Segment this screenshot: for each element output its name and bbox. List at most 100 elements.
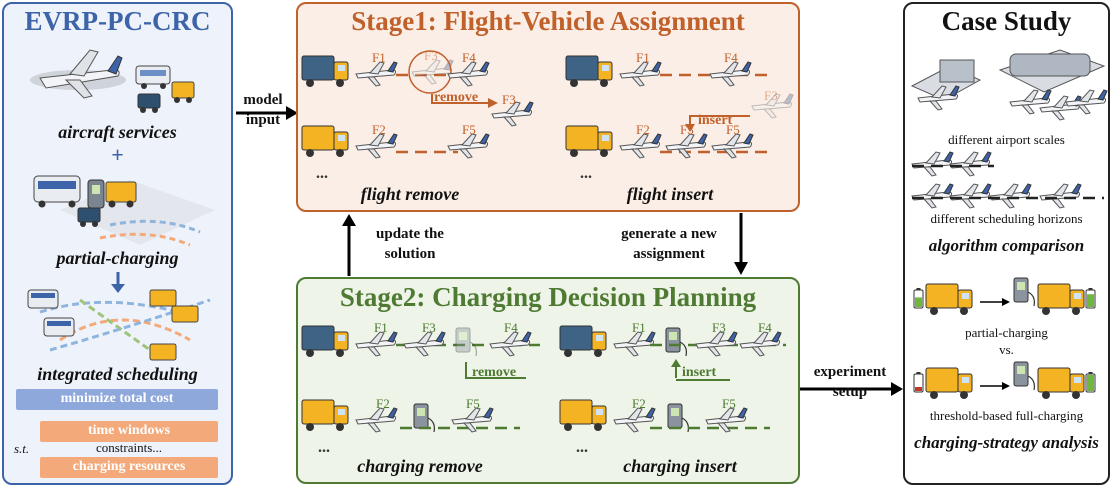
truck-icon	[1037, 367, 1085, 399]
truck-icon	[565, 125, 613, 157]
airplane-icon	[613, 407, 656, 433]
airport-scales-label: different airport scales	[948, 132, 1065, 147]
airplane-icon	[619, 133, 662, 159]
airplane-icon	[695, 331, 738, 357]
flight-f3-label: F3	[712, 320, 726, 335]
charging-remove-arrow	[465, 362, 526, 379]
time-windows-bar: time windows	[40, 421, 218, 442]
left-panel-title: EVRP-PC-CRC	[24, 6, 211, 36]
faded-airplane-icon	[751, 93, 794, 119]
airplane-icon	[705, 407, 748, 433]
airplane-icon	[619, 61, 662, 87]
remove-arrowhead	[488, 98, 498, 108]
airplane-icon	[489, 331, 532, 357]
truck-icon	[559, 325, 607, 357]
compare-arrowhead	[1002, 382, 1010, 390]
airplane-icon	[355, 331, 398, 357]
electric-truck-icon	[77, 181, 137, 227]
flight-f4-label: F4	[462, 50, 476, 65]
flight-f3-label: F3	[680, 122, 694, 137]
insert-arrowhead	[685, 124, 695, 132]
removed-airplane-icon	[411, 59, 454, 85]
charging-remove-tag: remove	[472, 365, 516, 380]
integrated-scheduling-label: integrated scheduling	[37, 364, 198, 384]
model-input-label: model input	[243, 92, 283, 128]
remove-tag: remove	[434, 90, 478, 105]
insert-tag: insert	[698, 113, 733, 128]
airplane-icon	[403, 331, 446, 357]
stage1-title: Stage1: Flight-Vehicle Assignment	[351, 6, 745, 36]
airplane-icon	[1039, 183, 1082, 209]
truck-icon	[301, 325, 349, 357]
airplane-icon	[613, 331, 656, 357]
airport-scales-illustration	[910, 49, 1106, 101]
flight-f2-label: F2	[376, 396, 390, 411]
flight-f2-label: F2	[372, 122, 386, 137]
experiment-arrow	[800, 382, 903, 396]
service-truck-icon	[137, 81, 195, 113]
airplane-icon	[451, 407, 494, 433]
ellipsis-text: ...	[580, 165, 592, 182]
faded-charger-icon	[455, 327, 477, 357]
update-arrow	[342, 214, 356, 276]
charger-icon	[1013, 361, 1035, 391]
flight-f2-label: F2	[636, 122, 650, 137]
charger-icon	[1013, 277, 1035, 307]
truck-icon	[301, 125, 349, 157]
airplane-icon	[447, 133, 490, 159]
truck-fleet-icon	[149, 289, 199, 361]
airplane-icon	[911, 183, 954, 209]
bus-icon	[135, 65, 171, 89]
ellipsis-text: ...	[316, 165, 328, 182]
vs-label: vs.	[999, 342, 1014, 357]
flight-insert-label: flight insert	[626, 184, 714, 204]
battery-icon	[913, 288, 924, 309]
airplane-icon	[355, 61, 398, 87]
flight-f1-label: F1	[372, 50, 386, 65]
truck-icon	[925, 283, 973, 315]
airplane-icon	[355, 133, 398, 159]
experiment-setup-label: experiment setup	[813, 364, 887, 400]
remove-arrow	[431, 94, 490, 104]
airplane-icon	[739, 331, 782, 357]
charging-strategy-label: charging-strategy analysis	[914, 433, 1099, 452]
charging-station-icon	[87, 179, 105, 209]
ellipsis-text: ...	[576, 439, 588, 456]
truck-icon	[559, 399, 607, 431]
charging-insert-tag: insert	[682, 365, 717, 380]
airplane-icon	[949, 183, 992, 209]
flight-f1-label: F1	[636, 50, 650, 65]
bus-fleet-icon	[27, 289, 75, 337]
generate-arrow	[734, 213, 748, 275]
flight-f3-label: F3	[422, 320, 436, 335]
airplane-icon	[30, 49, 126, 99]
charging-insert-arrowhead	[671, 359, 681, 367]
flight-f5-label: F5	[726, 122, 740, 137]
flight-f5-label: F5	[722, 396, 736, 411]
flight-f3-removed-label: F3	[502, 92, 516, 107]
airplane-icon	[1009, 89, 1052, 115]
flight-f1-label: F1	[374, 320, 388, 335]
flight-f3-label: F3	[424, 48, 438, 63]
case-study-title: Case Study	[941, 6, 1072, 36]
insert-arrow	[689, 115, 750, 126]
partial-charging-label: partial-charging	[56, 248, 179, 268]
generate-assignment-label: generate a new assignment	[621, 226, 717, 262]
flight-f4-label: F4	[504, 320, 518, 335]
airplane-icon	[989, 183, 1032, 209]
truck-icon	[301, 399, 349, 431]
charging-remove-label: charging remove	[357, 456, 483, 476]
flight-f2-label: F2	[632, 396, 646, 411]
algorithm-comparison-label: algorithm comparison	[928, 236, 1085, 255]
scheduling-horizons-label: different scheduling horizons	[930, 211, 1083, 226]
truck-icon	[565, 55, 613, 87]
flight-f4-label: F4	[758, 320, 772, 335]
flight-f4-label: F4	[724, 50, 738, 65]
flight-f3-faded-label: F3	[764, 88, 778, 103]
charger-icon	[413, 403, 435, 433]
partial-charging-case-label: partial-charging	[965, 325, 1048, 340]
